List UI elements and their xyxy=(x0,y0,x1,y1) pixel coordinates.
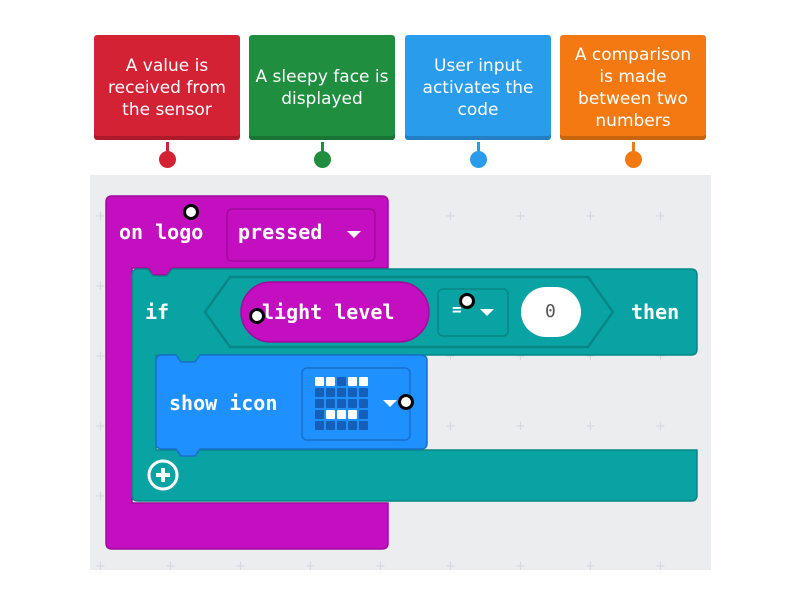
icon-led xyxy=(359,399,368,408)
card-text: A sleepy face is displayed xyxy=(255,66,389,109)
grid-mark: + xyxy=(655,419,666,434)
grid-mark: + xyxy=(585,559,596,570)
grid-mark: + xyxy=(95,349,106,364)
icon-led xyxy=(348,421,357,430)
icon-chevron xyxy=(383,400,397,407)
grid-mark: + xyxy=(515,419,526,434)
icon-led xyxy=(337,399,346,408)
icon-led xyxy=(326,421,335,430)
card-comparison[interactable]: A comparison is made between two numbers xyxy=(560,35,706,140)
grid-mark: + xyxy=(445,349,456,364)
operator-dropdown-bg xyxy=(437,288,509,337)
icon-led xyxy=(326,410,335,419)
on-logo-label: on logo xyxy=(119,220,204,244)
card-pin-stem xyxy=(632,142,635,158)
grid-mark: + xyxy=(655,209,666,224)
if-label: if xyxy=(145,300,170,324)
value-input[interactable]: 0 xyxy=(545,301,556,322)
icon-led xyxy=(348,410,357,419)
card-pin[interactable] xyxy=(314,151,331,168)
grid-mark: + xyxy=(445,209,456,224)
grid-mark: + xyxy=(515,559,526,570)
icon-led xyxy=(359,388,368,397)
icon-led xyxy=(326,388,335,397)
grid-mark: + xyxy=(515,209,526,224)
card-sleepy-face[interactable]: A sleepy face is displayed xyxy=(249,35,395,140)
icon-led xyxy=(348,388,357,397)
pressed-dropdown[interactable]: pressed xyxy=(238,220,323,244)
grid-mark: + xyxy=(585,419,596,434)
grid-mark: + xyxy=(95,489,106,504)
grid-mark: + xyxy=(445,419,456,434)
grid-mark: + xyxy=(165,559,176,570)
pressed-dropdown-bg xyxy=(226,208,376,262)
value-oval xyxy=(521,287,581,337)
grid-mark: + xyxy=(235,559,246,570)
light-level-pill xyxy=(240,281,430,343)
operator-dropdown[interactable]: = xyxy=(452,300,462,319)
icon-led xyxy=(315,421,324,430)
grid-mark: + xyxy=(95,209,106,224)
icon-led xyxy=(348,399,357,408)
card-pin[interactable] xyxy=(625,151,642,168)
icon-led xyxy=(337,410,346,419)
grid-mark: + xyxy=(445,559,456,570)
drop-target-marker[interactable] xyxy=(459,293,475,309)
grid-mark: + xyxy=(375,559,386,570)
operator-chevron xyxy=(480,309,494,316)
icon-led xyxy=(337,377,346,386)
card-text: A comparison is made between two numbers xyxy=(574,44,692,131)
icon-led xyxy=(359,421,368,430)
grid-mark: + xyxy=(95,559,106,570)
icon-led xyxy=(315,399,324,408)
icon-led xyxy=(337,388,346,397)
card-user-input[interactable]: User input activates the code xyxy=(405,35,551,140)
blocks-workspace[interactable]: ++++++++++++++++++++++++++++++++++++++++… xyxy=(90,175,711,570)
then-label: then xyxy=(631,300,680,324)
grid-mark: + xyxy=(585,349,596,364)
drop-target-marker[interactable] xyxy=(398,394,414,410)
icon-led xyxy=(348,377,357,386)
icon-led xyxy=(337,421,346,430)
icon-led xyxy=(315,388,324,397)
icon-led xyxy=(359,377,368,386)
grid-mark: + xyxy=(305,559,316,570)
card-text: A value is received from the sensor xyxy=(108,55,226,120)
light-level-label: light level xyxy=(262,300,395,324)
pressed-chevron xyxy=(347,231,361,238)
show-icon-label: show icon xyxy=(169,391,278,415)
card-pin[interactable] xyxy=(159,151,176,168)
block-stack xyxy=(105,195,698,550)
grid-mark: + xyxy=(585,209,596,224)
card-value-received[interactable]: A value is received from the sensor xyxy=(94,35,240,140)
card-pin-stem xyxy=(477,142,480,158)
drop-target-marker[interactable] xyxy=(249,308,265,324)
card-pin-stem xyxy=(166,142,169,158)
icon-led xyxy=(326,377,335,386)
grid-mark: + xyxy=(95,279,106,294)
grid-mark: + xyxy=(655,559,666,570)
icon-grid xyxy=(315,377,368,430)
icon-led xyxy=(315,410,324,419)
card-pin-stem xyxy=(321,142,324,158)
icon-led xyxy=(326,399,335,408)
card-text: User input activates the code xyxy=(422,55,534,120)
grid-mark: + xyxy=(655,349,666,364)
card-pin[interactable] xyxy=(470,151,487,168)
add-circle xyxy=(147,459,179,491)
icon-led xyxy=(359,410,368,419)
icon-led xyxy=(315,377,324,386)
drop-target-marker[interactable] xyxy=(183,204,199,220)
grid-mark: + xyxy=(515,349,526,364)
grid-mark: + xyxy=(95,419,106,434)
